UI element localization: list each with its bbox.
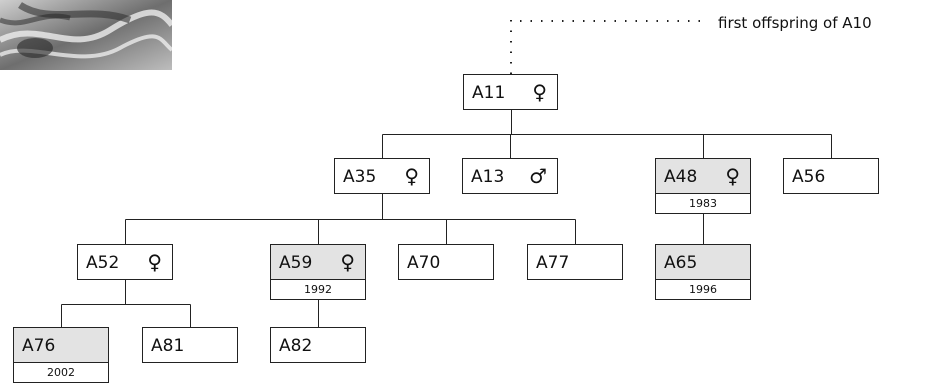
node-id: A65 (664, 253, 698, 273)
node-id: A76 (22, 336, 56, 356)
birth-year: 1996 (655, 279, 751, 300)
male-symbol-icon: ♂ (529, 164, 547, 188)
node-id: A77 (536, 253, 570, 273)
animal-photo (0, 0, 172, 70)
birth-year: 1983 (655, 193, 751, 214)
node-id: A59 (279, 253, 313, 273)
female-symbol-icon: ♀ (340, 250, 355, 274)
node-id: A82 (279, 336, 313, 356)
birth-year: 2002 (13, 362, 109, 383)
node-id: A52 (86, 253, 120, 273)
node-id: A35 (343, 167, 377, 187)
female-symbol-icon: ♀ (532, 80, 547, 104)
female-symbol-icon: ♀ (404, 164, 419, 188)
annotation-label: first offspring of A10 (718, 14, 872, 32)
node-id: A81 (151, 336, 185, 356)
node-id: A70 (407, 253, 441, 273)
node-id: A11 (472, 83, 506, 103)
female-symbol-icon: ♀ (147, 250, 162, 274)
birth-year: 1992 (270, 279, 366, 300)
node-id: A48 (664, 167, 698, 187)
node-id: A56 (792, 167, 826, 187)
node-id: A13 (471, 167, 505, 187)
female-symbol-icon: ♀ (725, 164, 740, 188)
